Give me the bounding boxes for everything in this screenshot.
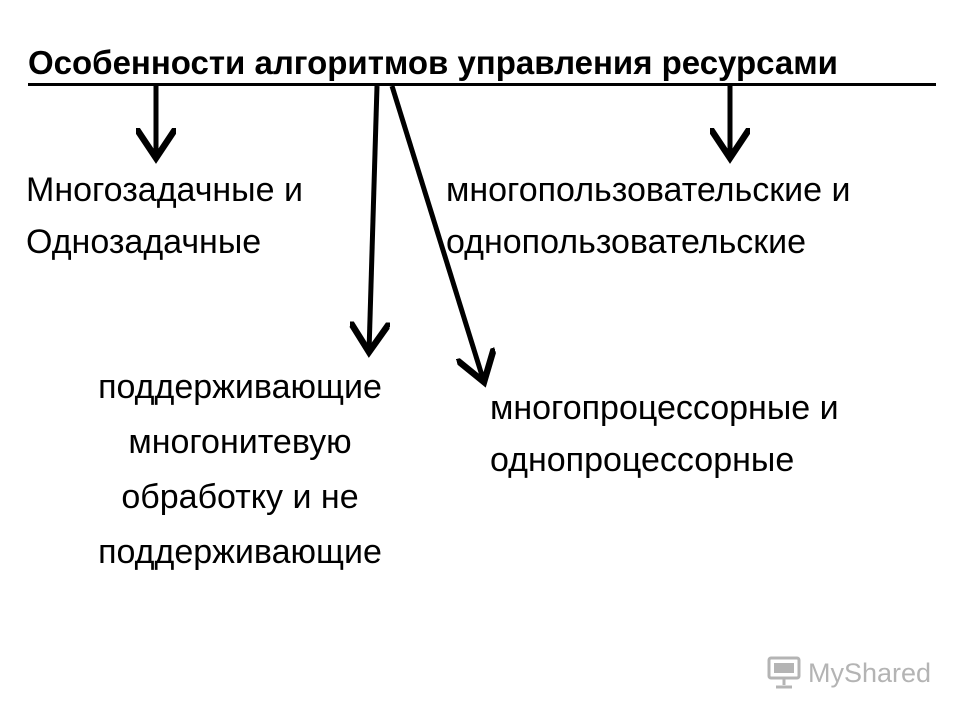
watermark-text: MyShared — [808, 657, 932, 688]
diagram-title: Особенности алгоритмов управления ресурс… — [28, 44, 838, 81]
branch-multiuser: многопользовательские и однопользователь… — [446, 164, 850, 268]
branch-multithread-line2: многонитевую — [128, 423, 352, 461]
branch-multiuser-line2: однопользовательские — [446, 223, 807, 261]
branch-multitask: Многозадачные и Однозадачные — [26, 164, 303, 268]
arrow-to-processors — [389, 85, 484, 382]
branch-multithread: поддерживающие многонитевую обработку и … — [40, 360, 440, 580]
branch-multithread-line4: поддерживающие — [98, 533, 382, 571]
branch-multiprocessor-line1: многопроцессорные и — [490, 389, 839, 427]
branch-multitask-line2: Однозадачные — [26, 223, 262, 261]
branch-multiprocessor-line2: однопроцессорные — [490, 441, 795, 479]
branch-multiprocessor: многопроцессорные и однопроцессорные — [490, 382, 839, 486]
branch-multitask-line1: Многозадачные и — [26, 171, 303, 209]
branch-multithread-line1: поддерживающие — [98, 368, 382, 406]
title-underline — [28, 83, 936, 86]
watermark: MyShared — [766, 655, 931, 691]
branch-multithread-line3: обработку и не — [121, 478, 359, 516]
presentation-screen-icon — [767, 656, 801, 689]
arrow-to-threads — [369, 85, 377, 352]
branch-multiuser-line1: многопользовательские и — [446, 171, 851, 209]
